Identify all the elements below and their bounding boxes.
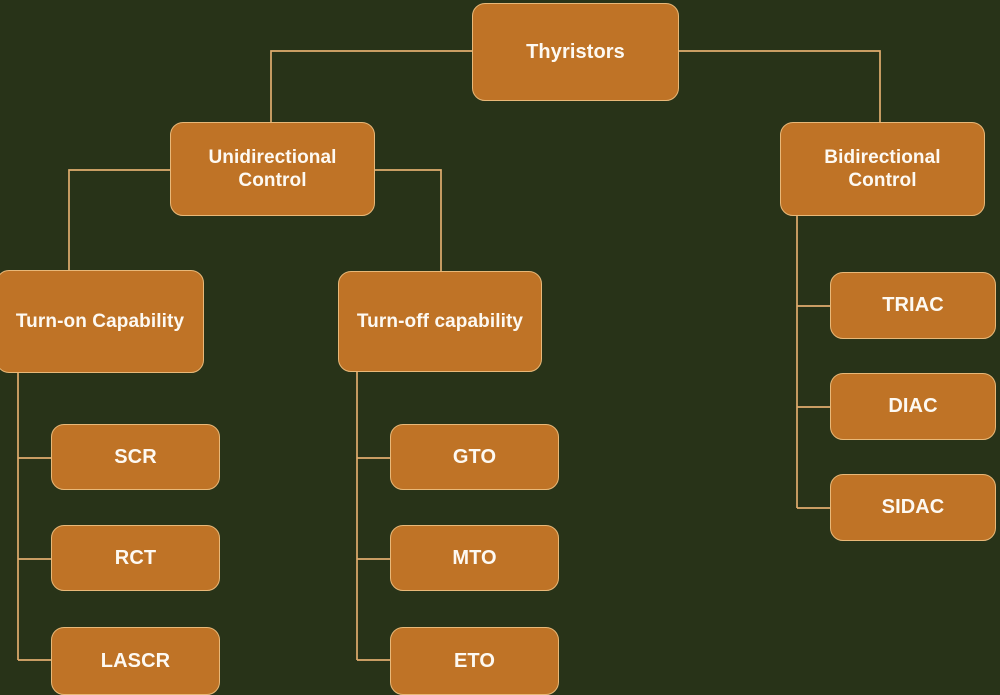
node-label-mto: MTO <box>452 546 497 569</box>
node-label-turn-off-capability: Turn-off capability <box>356 310 524 332</box>
node-sidac[interactable]: SIDAC <box>830 474 996 541</box>
connector-thyristors-to-bidirectional <box>679 50 881 122</box>
node-label-scr: SCR <box>114 445 157 468</box>
node-label-lascr: LASCR <box>100 649 171 672</box>
node-label-turn-on-capability: Turn-on Capability <box>15 310 185 332</box>
node-turn-on-capability[interactable]: Turn-on Capability <box>0 270 204 373</box>
node-mto[interactable]: MTO <box>390 525 559 591</box>
node-bidirectional-control[interactable]: Bidirectional Control <box>780 122 985 216</box>
node-label-diac: DIAC <box>888 395 938 418</box>
node-label-triac: TRIAC <box>882 294 944 317</box>
node-scr[interactable]: SCR <box>51 424 220 490</box>
node-label-rct: RCT <box>114 546 157 569</box>
node-rct[interactable]: RCT <box>51 525 220 591</box>
node-label-bidirectional-control: Bidirectional Control <box>824 146 941 191</box>
node-label-eto: ETO <box>453 649 496 672</box>
node-gto[interactable]: GTO <box>390 424 559 490</box>
node-label-sidac: SIDAC <box>881 496 945 519</box>
node-unidirectional-control[interactable]: Unidirectional Control <box>170 122 375 216</box>
connector-thyristors-to-unidirectional <box>270 50 472 122</box>
node-lascr[interactable]: LASCR <box>51 627 220 695</box>
connector-unidirectional-to-turn-off <box>375 169 442 271</box>
node-triac[interactable]: TRIAC <box>830 272 996 339</box>
node-turn-off-capability[interactable]: Turn-off capability <box>338 271 542 372</box>
node-label-thyristors: Thyristors <box>526 40 625 63</box>
node-thyristors[interactable]: Thyristors <box>472 3 679 101</box>
node-diac[interactable]: DIAC <box>830 373 996 440</box>
node-label-gto: GTO <box>452 445 497 468</box>
connector-unidirectional-to-turn-on <box>68 169 170 270</box>
node-eto[interactable]: ETO <box>390 627 559 695</box>
node-label-unidirectional-control: Unidirectional Control <box>208 146 337 191</box>
